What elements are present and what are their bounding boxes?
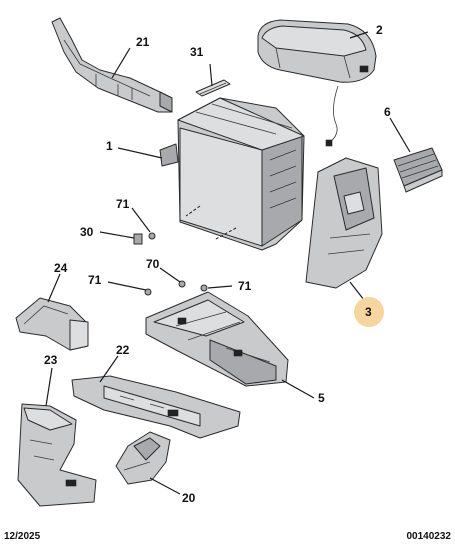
part-31-trim-strip bbox=[195, 79, 231, 97]
callout-70: 70 bbox=[146, 257, 160, 271]
callout-1: 1 bbox=[106, 139, 113, 153]
part-5-console-base bbox=[145, 291, 289, 387]
leader-lines bbox=[45, 31, 411, 495]
callout-6: 6 bbox=[384, 105, 391, 119]
part-24-duct-elbow bbox=[15, 297, 89, 351]
part-3-rear-panel bbox=[305, 157, 383, 289]
callout-30: 30 bbox=[80, 225, 94, 239]
footer-reference-code: 00140232 bbox=[406, 531, 452, 542]
clip-30 bbox=[133, 233, 143, 245]
part-21-air-duct bbox=[51, 17, 173, 113]
screw-70 bbox=[178, 280, 186, 288]
callout-21: 21 bbox=[136, 35, 150, 49]
part-22-floor-duct bbox=[71, 375, 241, 439]
screw-71-upper bbox=[148, 232, 156, 240]
callout-22: 22 bbox=[116, 343, 130, 357]
callout-23: 23 bbox=[44, 353, 58, 367]
part-23-floor-duct bbox=[17, 403, 97, 507]
callout-24: 24 bbox=[54, 261, 68, 275]
callout-71-upper: 71 bbox=[116, 197, 130, 211]
callout-5: 5 bbox=[318, 391, 325, 405]
callout-71-left: 71 bbox=[88, 273, 102, 287]
callout-71-right: 71 bbox=[238, 279, 252, 293]
callout-3: 3 bbox=[365, 305, 372, 319]
footer-date: 12/2025 bbox=[4, 531, 41, 542]
screw-71-left bbox=[144, 288, 152, 296]
callout-31: 31 bbox=[190, 45, 204, 59]
fasteners bbox=[133, 232, 208, 296]
callout-2: 2 bbox=[376, 23, 383, 37]
screw-71-right bbox=[200, 284, 208, 292]
highlight-callout-3 bbox=[354, 297, 384, 327]
part-2-armrest-lid bbox=[257, 19, 377, 147]
callout-20: 20 bbox=[182, 491, 196, 505]
part-1-storage-housing bbox=[159, 97, 305, 251]
part-6-vent-grille bbox=[393, 147, 443, 193]
part-20-vent-housing bbox=[115, 431, 171, 485]
